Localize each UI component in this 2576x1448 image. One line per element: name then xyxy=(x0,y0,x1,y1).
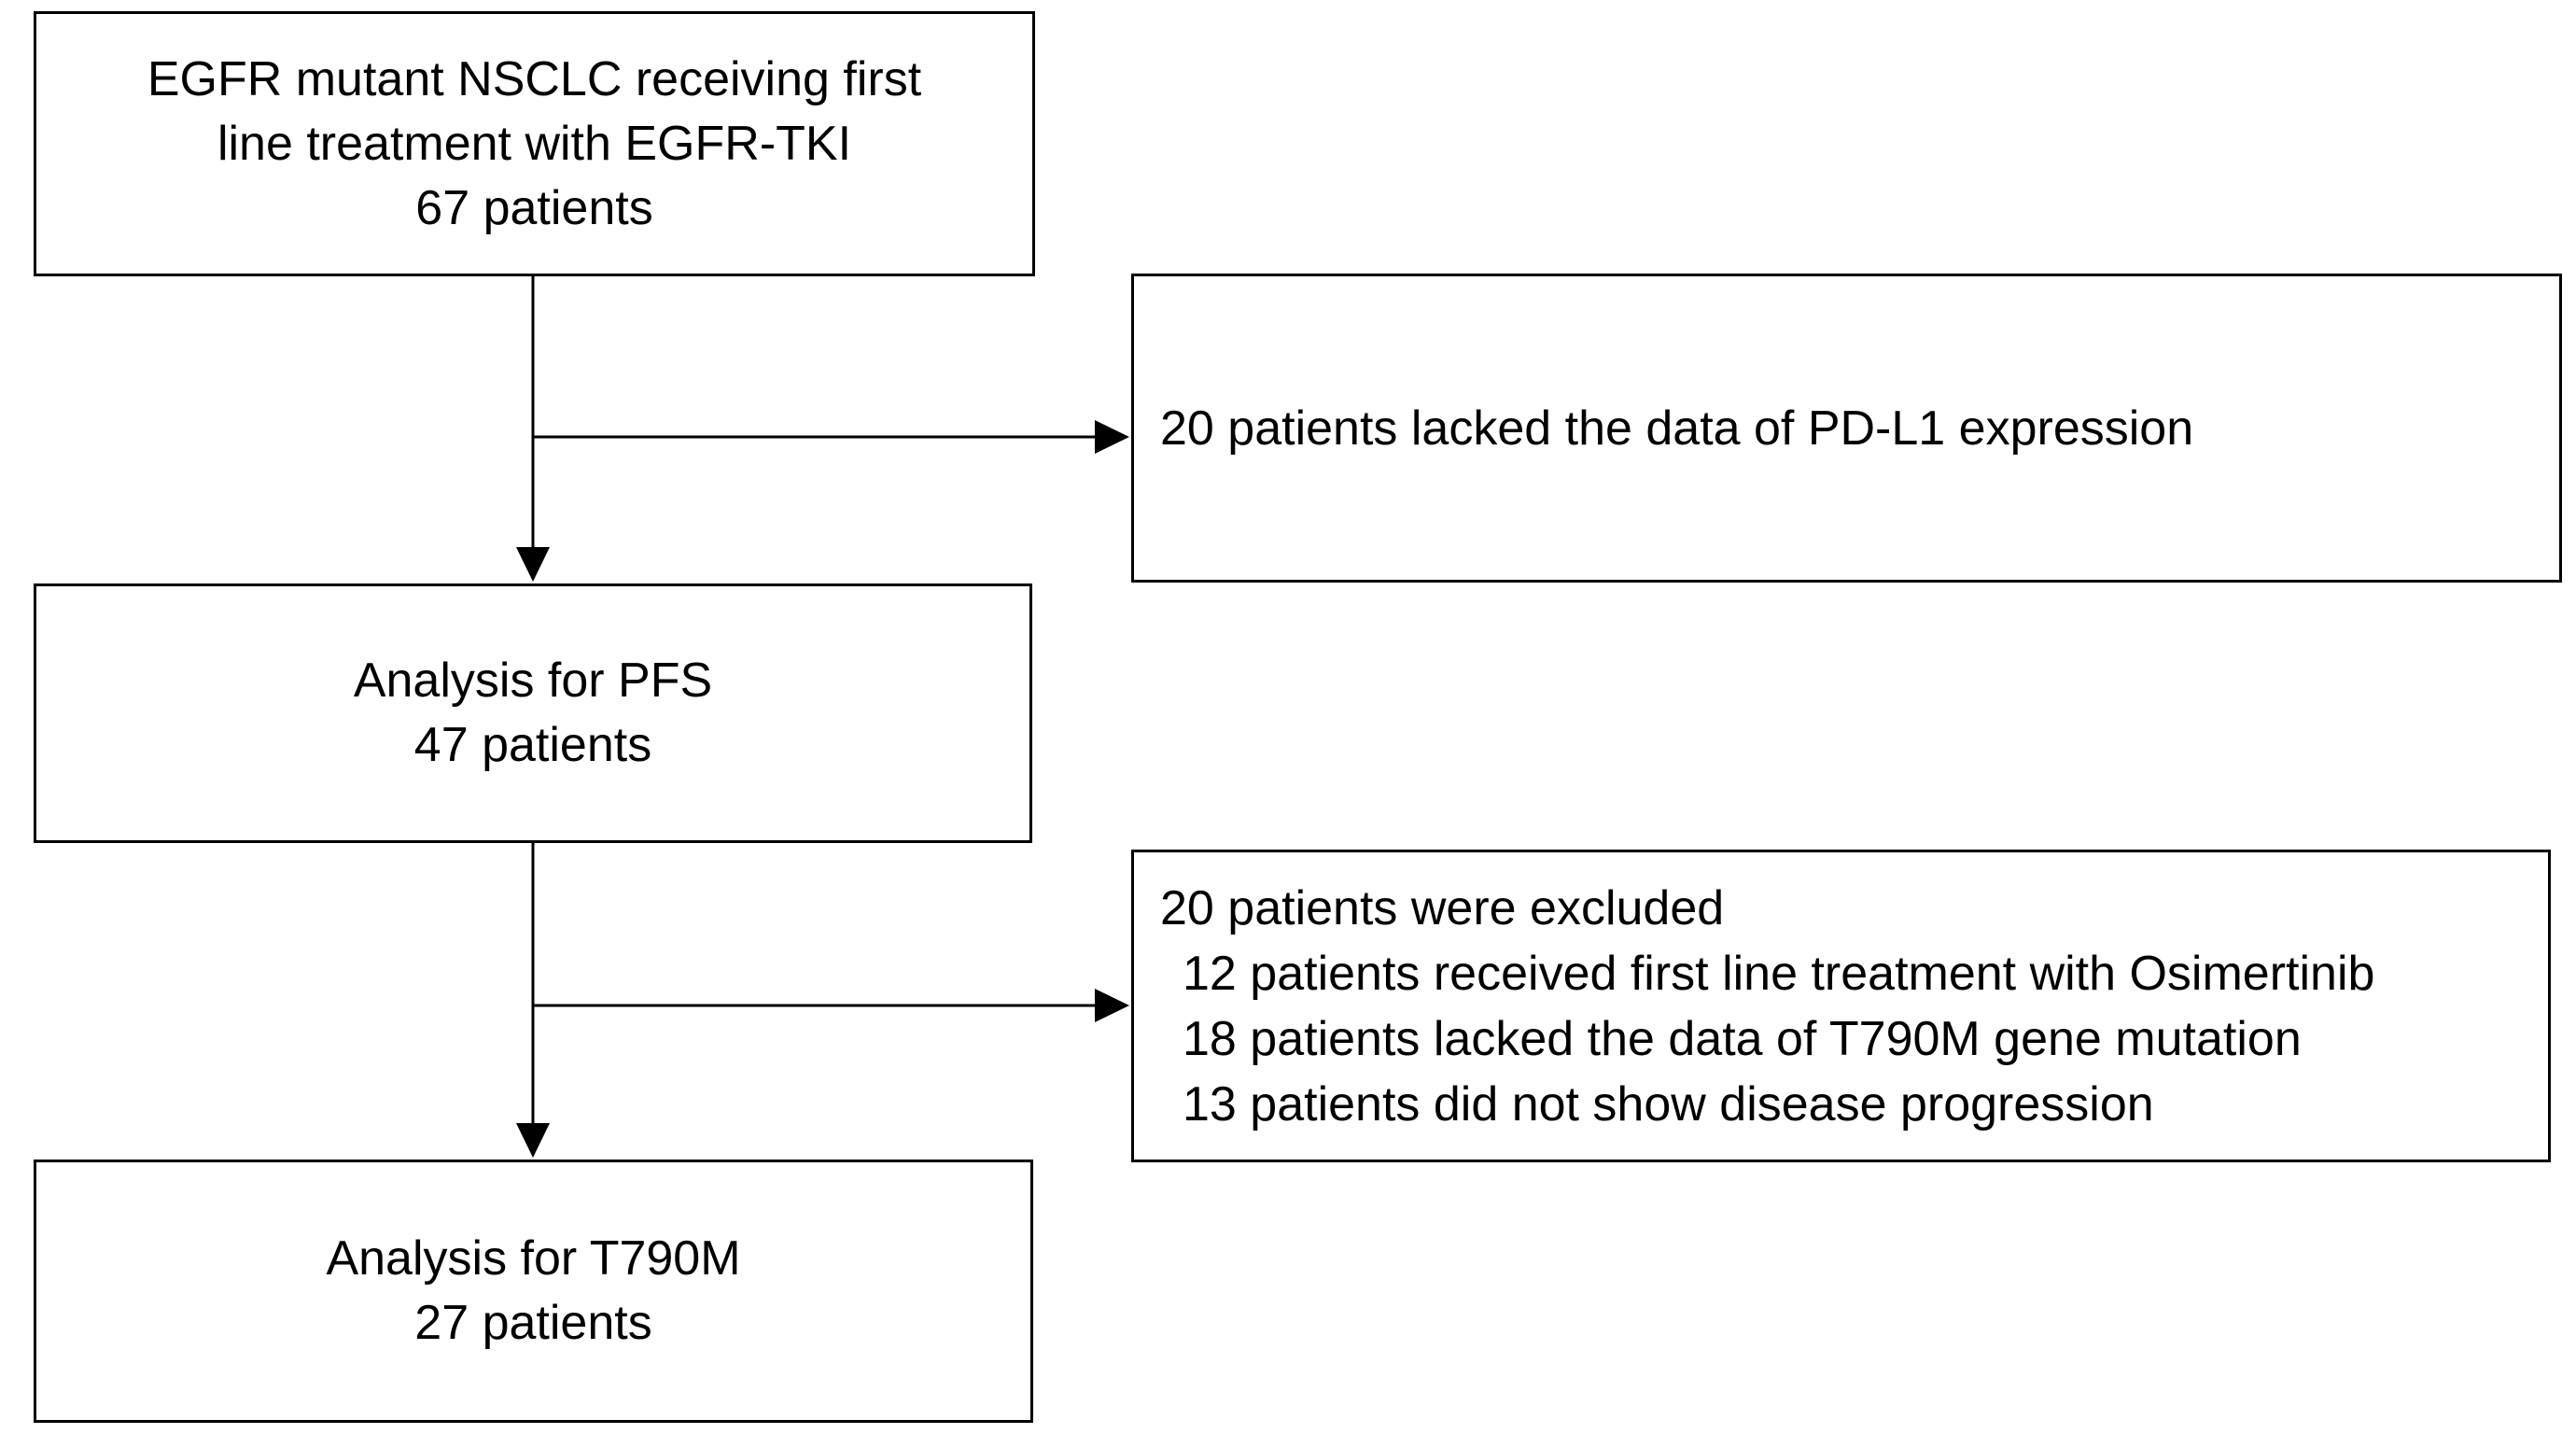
arrowhead-down-pfs xyxy=(516,547,550,582)
arrowhead-down-t790m xyxy=(516,1123,550,1158)
node-egfr-mutant-nsclc: EGFR mutant NSCLC receiving first line t… xyxy=(34,11,1035,276)
node-exclusion-pdl1-line1: 20 patients lacked the data of PD-L1 exp… xyxy=(1160,401,2194,456)
node-analysis-pfs: Analysis for PFS 47 patients xyxy=(34,583,1032,843)
node-exclusion-t790m-line4: 13 patients did not show disease progres… xyxy=(1183,1076,2154,1132)
arrowhead-right-excluded xyxy=(1095,989,1129,1022)
node-egfr-line1: EGFR mutant NSCLC receiving first xyxy=(147,51,922,106)
node-exclusion-t790m-line2: 12 patients received first line treatmen… xyxy=(1183,946,2375,1001)
node-t790m-title: Analysis for T790M xyxy=(326,1231,741,1286)
arrowhead-right-pdl1 xyxy=(1095,420,1129,454)
node-egfr-line2: line treatment with EGFR-TKI xyxy=(217,116,852,171)
node-egfr-patient-count: 67 patients xyxy=(415,180,653,235)
node-analysis-t790m: Analysis for T790M 27 patients xyxy=(34,1160,1033,1423)
node-exclusion-t790m-line3: 18 patients lacked the data of T790M gen… xyxy=(1183,1011,2302,1066)
node-exclusion-t790m-line1: 20 patients were excluded xyxy=(1160,880,1725,935)
node-exclusion-pdl1: 20 patients lacked the data of PD-L1 exp… xyxy=(1131,274,2562,583)
node-t790m-patient-count: 27 patients xyxy=(414,1296,652,1350)
node-pfs-patient-count: 47 patients xyxy=(413,718,652,772)
node-exclusion-t790m: 20 patients were excluded 12 patients re… xyxy=(1131,850,2551,1162)
node-pfs-title: Analysis for PFS xyxy=(353,654,713,708)
